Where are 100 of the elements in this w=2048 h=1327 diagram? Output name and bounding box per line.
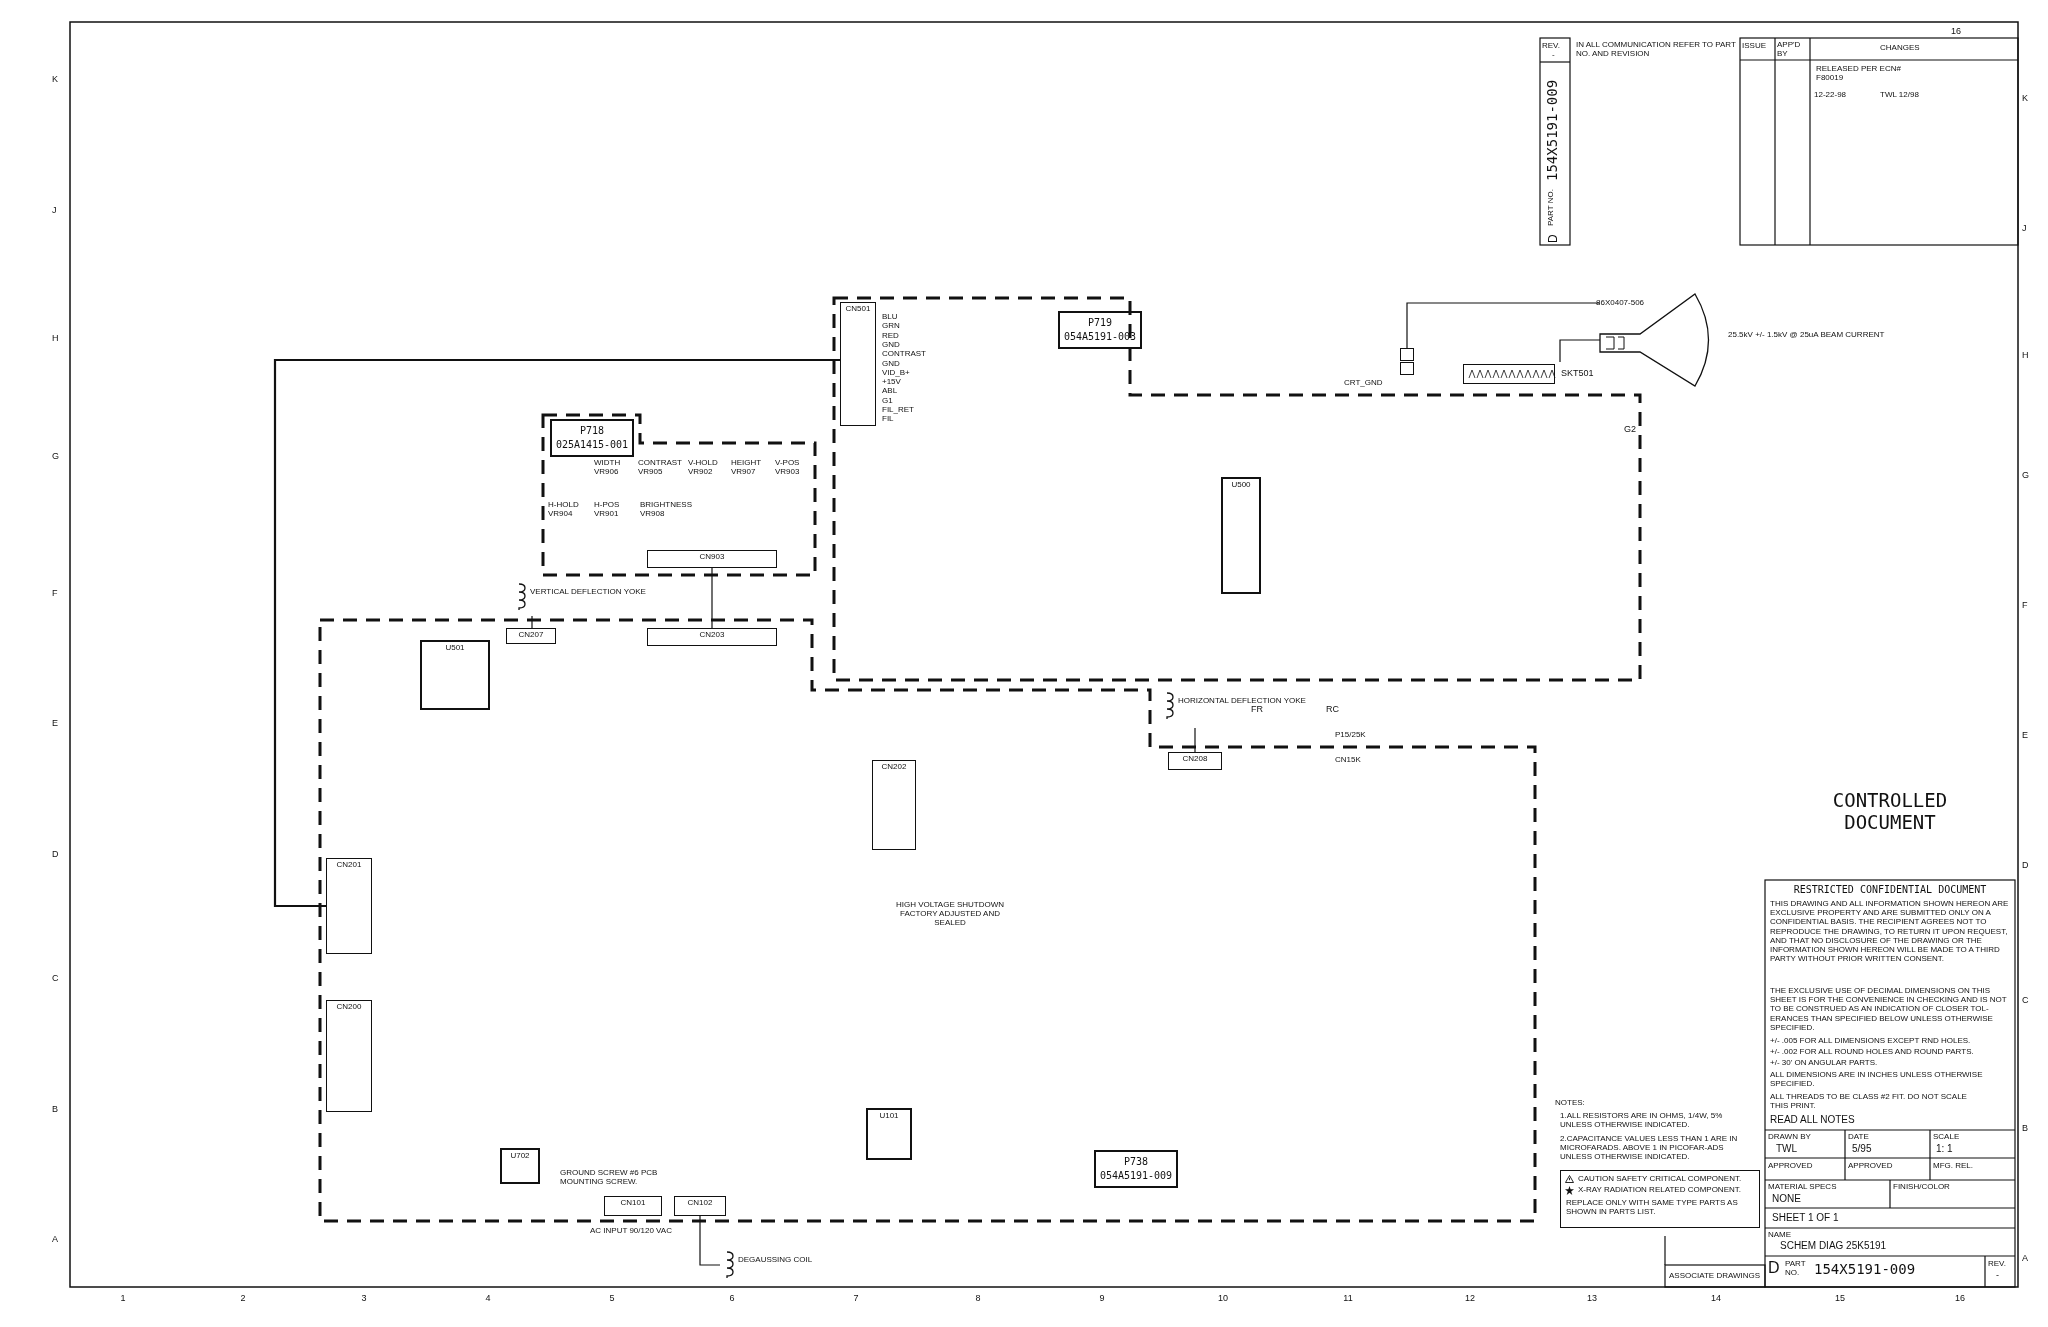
connector-block: CN201 [326,858,372,954]
field-caption: MATERIAL SPECS [1768,1182,1838,1192]
legend-text: X-RAY RADIATION RELATED COMPONENT. [1578,1185,1742,1195]
grid-reference-number: 11 [1342,1293,1354,1304]
note-text: REPLACE ONLY WITH SAME TYPE PARTS AS SHOWN IN PARTS LIST. [1566,1198,1739,1217]
grid-reference-number: 9 [1098,1293,1106,1304]
field-caption: NAME [1768,1230,1793,1240]
grid-reference-letter: J [52,205,58,216]
grid-reference-letter: H [2022,350,2030,361]
grid-reference-letter: F [52,588,59,599]
table-header: ISSUE [1742,41,1767,51]
field-value: TWL [1776,1143,1799,1155]
connector-block: CN903 [647,550,777,568]
field-caption: DATE [1848,1132,1870,1142]
grid-reference-letter: F [2022,600,2029,611]
pin-label: CONTRAST [882,349,927,359]
title-block-text: ALL THREADS TO BE CLASS #2 FIT. DO NOT SCALE THIS PRINT. [1770,1092,1968,1111]
connector-block: CN501 [840,302,876,426]
title-block-text: ASSOCIATE DRAWINGS [1669,1271,1762,1281]
control-label: V-POS VR903 [775,458,801,477]
pin-label: GND [882,358,901,368]
field-value: 5/95 [1852,1143,1873,1155]
grid-reference-letter: D [2022,860,2030,871]
ribbon-cable [711,567,713,629]
title-block-text: REV. [1542,41,1561,51]
signal-label: FR [1251,704,1264,715]
socket-label: SKT501 [1561,368,1595,379]
title-block-text: +/- 30' ON ANGULAR PARTS. [1770,1058,1879,1068]
pin-label: GND [882,339,901,350]
connector-block: CN207 [506,628,556,644]
grid-reference-letter: H [52,333,60,344]
connector-block: CN202 [872,760,916,850]
component-note: 25.5kV +/- 1.5kV @ 25uA BEAM CURRENT [1728,330,1886,340]
note-text: 2.CAPACITANCE VALUES LESS THAN 1 ARE IN MICROFARADS. ABOVE 1 IN PICOFAR-ADS UNLESS OTHERWISE INDICATED. [1560,1134,1739,1162]
part-number: 154X5191-009 [1814,1261,1917,1278]
control-label: BRIGHTNESS VR908 [640,500,693,519]
grid-reference-number: 4 [484,1293,492,1304]
grid-reference-number: 8 [974,1293,982,1304]
grid-reference-letter: K [52,74,59,85]
table-header: APP'D BY [1777,40,1802,59]
pin-label: FIL_RET [882,405,915,415]
note-text: GROUND SCREW #6 PCB MOUNTING SCREW. [560,1168,659,1187]
title-block-text: D [1547,233,1561,243]
control-label: CONTRAST VR905 [638,458,683,477]
pin-label: +15V [882,377,902,387]
field-caption: FINISH/COLOR [1893,1182,1951,1192]
coil-label: VERTICAL DEFLECTION YOKE [530,587,647,597]
title-block-text: D [1768,1259,1781,1278]
notes-heading: NOTES: [1555,1098,1586,1108]
title-block-text: ALL DIMENSIONS ARE IN INCHES UNLESS OTHERWISE SPECIFIED. [1770,1070,1984,1089]
grid-reference-number: 7 [852,1293,860,1304]
field-caption: REV. [1988,1259,2007,1269]
wire [1194,727,1196,753]
wire [1559,339,1601,363]
grid-reference-letter: K [2022,93,2029,104]
control-label: V-HOLD VR902 [688,458,719,477]
field-caption: APPROVED [1848,1161,1894,1171]
title-block-text: THIS DRAWING AND ALL INFORMATION SHOWN HEREON ARE EXCLUSIVE PROPERTY AND ARE SUBMITTED ONLY ON A CONFIDENTIAL BASIS. THE RECIPIENT AGREES NOT TO REPRODUCE THE DRAWING, TO RETURN IT UPON REQUEST, AND THAT NO DISCLOSURE OF THE DRAWING OR THE INFORMATION SHOWN HEREON WILL BE MADE TO A THIRD PARTY WITHOUT PRIOR WRITTEN CONSENT. [1770,899,2010,964]
ic-chip: U101 [866,1108,912,1160]
field-value: NONE [1772,1193,1802,1205]
change-entry: TWL 12/98 [1880,90,1920,100]
grid-reference-letter: G [52,451,60,462]
connector-block: CN101 [604,1196,662,1216]
wire [699,1215,721,1266]
connector-label: P15/25K [1335,730,1367,740]
part-number: 154X5191-009 [1544,78,1561,181]
grid-reference-number: 2 [239,1293,247,1304]
field-value: - [1996,1270,2000,1281]
note-text: IN ALL COMMUNICATION REFER TO PART NO. AND REVISION [1576,40,1736,59]
title-block-text: - [1552,50,1556,60]
grid-reference-letter: J [2022,223,2028,234]
grid-reference-letter: D [52,849,60,860]
coil-label: DEGAUSSING COIL [738,1255,814,1265]
grid-reference-letter: B [52,1104,59,1115]
grid-reference-letter: A [2022,1253,2029,1264]
field-caption: DRAWN BY [1768,1132,1812,1142]
grid-reference-number: 12 [1464,1293,1476,1304]
field-value: SHEET 1 OF 1 [1772,1212,1840,1224]
pin-label: RED [882,330,900,340]
pin-label: G1 [882,395,894,405]
change-entry: RELEASED PER ECN# F80019 [1816,64,1902,83]
pin-label: FIL [882,414,895,424]
grid-reference-number: 15 [1834,1293,1846,1304]
grid-reference-number: 1 [119,1293,127,1304]
legend-text: CAUTION SAFETY CRITICAL COMPONENT. [1578,1174,1743,1184]
board-label: P738 054A5191-009 [1094,1150,1178,1188]
control-label: WIDTH VR906 [594,458,622,477]
table-header: CHANGES [1880,43,1921,53]
component-note: AC INPUT 90/120 VAC [590,1226,673,1236]
ic-chip: U501 [420,640,490,710]
stamp-text: CONTROLLED DOCUMENT [1831,790,1949,834]
field-value: 1: 1 [1936,1143,1954,1155]
tube-part-number: 86X0407-506 [1596,298,1646,308]
grid-reference-letter: G [2022,470,2030,481]
wire [1406,302,1601,349]
signal-label: G2 [1624,424,1637,435]
grid-reference-letter: E [52,718,59,729]
grid-reference-letter: C [52,973,60,984]
field-caption: PART NO. [1546,188,1556,226]
pin-label: GRN [882,321,901,331]
